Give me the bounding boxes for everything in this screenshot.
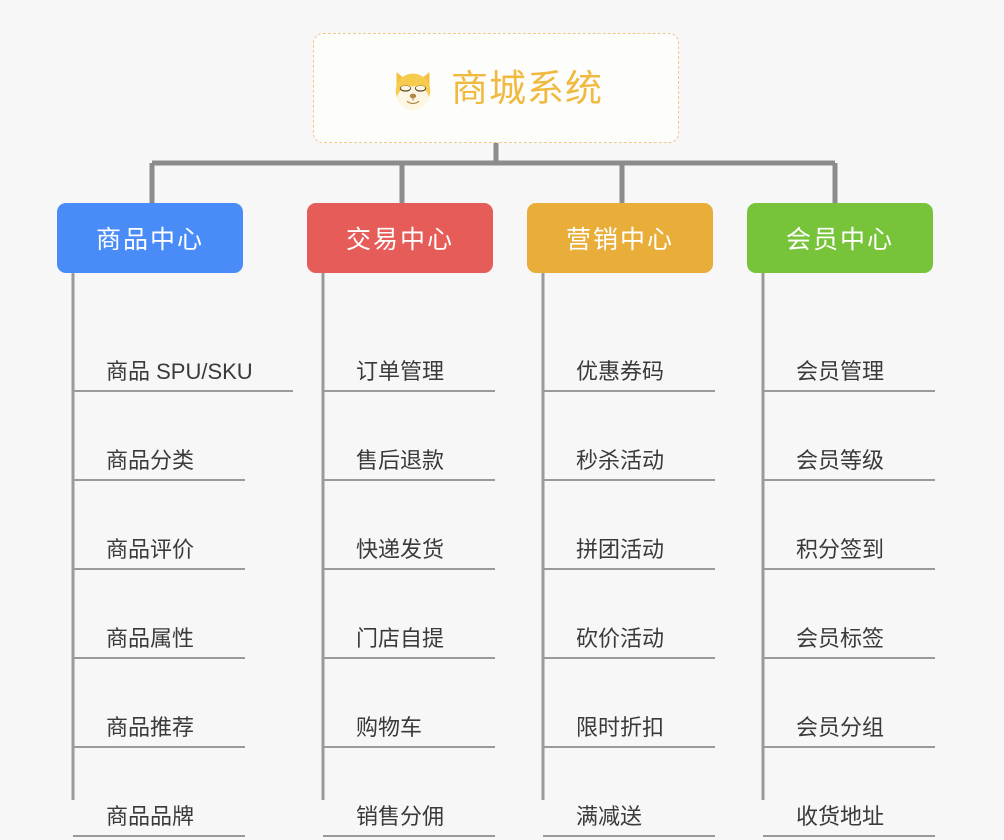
branch-column-3: 会员中心 会员管理 会员等级 积分签到 会员标签 会员分组 收货地址 [747,203,979,837]
leaf-label: 拼团活动 [576,536,665,562]
leaf-item[interactable]: 会员分组 [763,659,935,748]
leaf-item[interactable]: 积分签到 [763,481,935,570]
leaf-item[interactable]: 会员管理 [763,303,935,392]
leaf-label: 订单管理 [356,358,445,384]
root-title: 商城系统 [451,67,603,109]
leaf-label: 商品分类 [106,447,195,473]
leaf-label: 收货地址 [796,803,885,829]
shiba-dog-icon [389,66,437,114]
leaf-label: 售后退款 [356,447,445,473]
leaf-label: 限时折扣 [576,714,665,740]
leaf-item[interactable]: 限时折扣 [543,659,715,748]
leaf-item[interactable]: 售后退款 [323,392,495,481]
leaf-item[interactable]: 购物车 [323,659,495,748]
leaf-item[interactable]: 商品 SPU/SKU [73,303,293,392]
leaf-item[interactable]: 销售分佣 [323,748,495,837]
leaf-item[interactable]: 秒杀活动 [543,392,715,481]
leaf-label: 门店自提 [356,625,445,651]
leaf-item[interactable]: 商品分类 [73,392,245,481]
leaf-item[interactable]: 商品评价 [73,481,245,570]
category-header-3[interactable]: 会员中心 [747,203,933,273]
leaf-label: 商品品牌 [106,803,195,829]
leaf-item[interactable]: 满减送 [543,748,715,837]
leaf-item[interactable]: 商品属性 [73,570,245,659]
leaf-item[interactable]: 门店自提 [323,570,495,659]
leaf-list-3: 会员管理 会员等级 积分签到 会员标签 会员分组 收货地址 [747,303,979,837]
leaf-item[interactable]: 砍价活动 [543,570,715,659]
leaf-item[interactable]: 快递发货 [323,481,495,570]
category-header-2[interactable]: 营销中心 [527,203,713,273]
leaf-list-2: 优惠券码 秒杀活动 拼团活动 砍价活动 限时折扣 满减送 [527,303,759,837]
leaf-item[interactable]: 会员标签 [763,570,935,659]
root-node[interactable]: 商城系统 [313,33,679,143]
category-header-0[interactable]: 商品中心 [57,203,243,273]
leaf-label: 销售分佣 [356,803,445,829]
leaf-list-1: 订单管理 售后退款 快递发货 门店自提 购物车 销售分佣 [307,303,539,837]
leaf-item[interactable]: 商品推荐 [73,659,245,748]
leaf-label: 商品属性 [106,625,195,651]
leaf-label: 会员分组 [796,714,885,740]
leaf-label: 积分签到 [796,536,885,562]
leaf-label: 购物车 [356,714,423,740]
branch-column-1: 交易中心 订单管理 售后退款 快递发货 门店自提 购物车 销售分佣 [307,203,539,837]
leaf-label: 商品评价 [106,536,195,562]
leaf-item[interactable]: 收货地址 [763,748,935,837]
leaf-label: 商品推荐 [106,714,195,740]
category-header-1[interactable]: 交易中心 [307,203,493,273]
leaf-label: 快递发货 [356,536,445,562]
leaf-label: 优惠券码 [576,358,665,384]
leaf-label: 商品 SPU/SKU [106,358,253,384]
leaf-item[interactable]: 会员等级 [763,392,935,481]
leaf-item[interactable]: 商品品牌 [73,748,245,837]
leaf-item[interactable]: 拼团活动 [543,481,715,570]
branch-column-2: 营销中心 优惠券码 秒杀活动 拼团活动 砍价活动 限时折扣 满减送 [527,203,759,837]
leaf-label: 砍价活动 [576,625,665,651]
leaf-label: 满减送 [576,803,643,829]
leaf-label: 会员管理 [796,358,885,384]
leaf-label: 会员标签 [796,625,885,651]
leaf-item[interactable]: 优惠券码 [543,303,715,392]
leaf-label: 秒杀活动 [576,447,665,473]
branch-column-0: 商品中心 商品 SPU/SKU 商品分类 商品评价 商品属性 商品推荐 商品品牌 [57,203,293,837]
leaf-item[interactable]: 订单管理 [323,303,495,392]
leaf-label: 会员等级 [796,447,885,473]
leaf-list-0: 商品 SPU/SKU 商品分类 商品评价 商品属性 商品推荐 商品品牌 [57,303,293,837]
